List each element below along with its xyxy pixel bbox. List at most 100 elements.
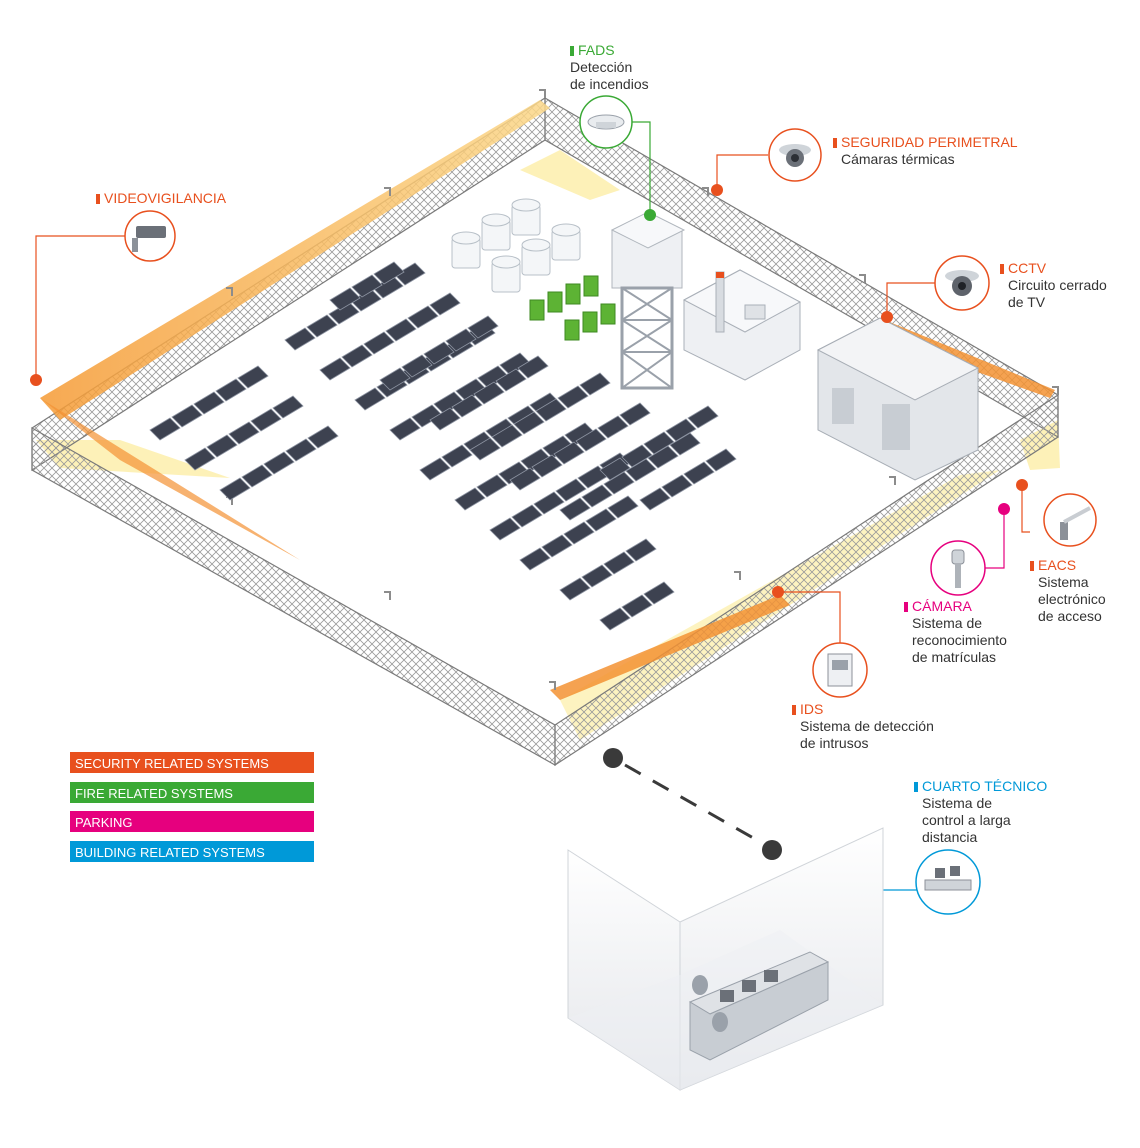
solar-panel (193, 391, 225, 415)
legend-security: SECURITY RELATED SYSTEMS (70, 752, 314, 773)
camara-line-1: Sistema de (912, 615, 983, 631)
cuarto-line-3: distancia (922, 829, 978, 845)
solar-panel (250, 408, 282, 432)
fads-callout: FADS Detección de incendios (570, 42, 649, 93)
surveillance-camera-icon (124, 210, 176, 262)
intrusion-panel-icon (812, 642, 868, 698)
solar-panel (351, 274, 383, 298)
solar-panel (473, 381, 505, 405)
solar-panel (149, 417, 181, 441)
camara-point[interactable] (998, 503, 1010, 515)
solar-panel (509, 467, 541, 491)
eacs-title: EACS (1038, 557, 1077, 573)
solar-panel (306, 314, 338, 338)
light-beam-top (520, 150, 620, 200)
fads-line-1: Detección (570, 59, 633, 75)
license-plate-camera-icon (930, 540, 986, 596)
solar-panel (307, 425, 339, 449)
cuarto-line-2: control a larga (922, 812, 1011, 828)
solar-panel (581, 484, 613, 508)
solar-panel (441, 444, 473, 468)
solar-panel (625, 538, 657, 562)
solar-panel (379, 367, 411, 391)
solar-panel (476, 474, 508, 498)
videovigilancia-title: VIDEOVIGILANCIA (104, 190, 227, 206)
solar-panel (643, 431, 675, 455)
ids-line-1: Sistema de detección (800, 718, 934, 734)
solar-panel (206, 434, 238, 458)
solar-panel (541, 534, 573, 558)
warehouse (816, 317, 980, 481)
solar-panel (354, 387, 386, 411)
cctv-callout: CCTV Circuito cerrado de TV (1000, 260, 1107, 311)
green-equipment (529, 275, 616, 341)
solar-panel (619, 402, 651, 426)
legend-fire: FIRE RELATED SYSTEMS (70, 782, 314, 803)
ids-point[interactable] (772, 586, 784, 598)
solar-panel (389, 417, 421, 441)
solar-panel (535, 398, 567, 422)
solar-panel (445, 328, 477, 352)
solar-panel-array (149, 261, 737, 631)
solar-panel (429, 407, 461, 431)
solar-panel (599, 607, 631, 631)
camara-callout: CÁMARA Sistema de reconocimiento de matr… (904, 598, 1007, 666)
eacs-point[interactable] (1016, 479, 1028, 491)
cctv-line-1: Circuito cerrado (1008, 277, 1107, 293)
solar-panel (643, 581, 675, 605)
seguridad-point[interactable] (711, 184, 723, 196)
solar-panel (557, 385, 589, 409)
thermal-beam-left (40, 398, 300, 560)
solar-panel (363, 331, 395, 355)
smoke-detector-icon (579, 95, 633, 149)
solar-panel (495, 368, 527, 392)
solar-panel (454, 487, 486, 511)
solar-panel (184, 447, 216, 471)
control-room-icon (915, 849, 981, 915)
solar-panel (272, 395, 304, 419)
seguridad-callout: SEGURIDAD PERIMETRAL Cámaras térmicas (833, 134, 1018, 168)
solar-panel (665, 418, 697, 442)
solar-panel (171, 404, 203, 428)
solar-panel (597, 415, 629, 439)
eacs-line-2: electrónico (1038, 591, 1106, 607)
thermal-beam-top (40, 100, 550, 420)
seguridad-line-1: Cámaras térmicas (841, 151, 955, 167)
solar-panel (607, 495, 639, 519)
ids-line-2: de intrusos (800, 735, 869, 751)
legend-parking: PARKING (70, 811, 314, 832)
solar-panel (683, 461, 715, 485)
videovigilancia-point[interactable] (30, 374, 42, 386)
ids-callout: IDS Sistema de detección de intrusos (792, 701, 934, 752)
ids-title: IDS (800, 701, 824, 717)
barrier-gate-icon (1043, 493, 1097, 547)
cctv-point[interactable] (881, 311, 893, 323)
solar-panel (423, 341, 455, 365)
solar-panel (517, 355, 549, 379)
eacs-line-3: de acceso (1038, 608, 1102, 624)
solar-panel (491, 424, 523, 448)
solar-panel (341, 344, 373, 368)
cctv-dome-icon (934, 255, 990, 311)
solar-panel (687, 405, 719, 429)
solar-panel (237, 365, 269, 389)
fence-right-bottom (554, 393, 1059, 767)
solar-panel (429, 292, 461, 316)
solar-panel (469, 437, 501, 461)
solar-panel (563, 521, 595, 545)
solar-panel (263, 451, 295, 475)
dome-camera-icon (768, 128, 822, 182)
solar-panel (533, 491, 565, 515)
camara-line-2: reconocimiento (912, 632, 1007, 648)
solar-panel (661, 474, 693, 498)
eacs-line-1: Sistema (1038, 574, 1089, 590)
solar-panel (621, 594, 653, 618)
solar-panel (329, 287, 361, 311)
fads-point[interactable] (644, 209, 656, 221)
control-room (567, 827, 884, 1091)
cctv-line-2: de TV (1008, 294, 1046, 310)
eacs-callout: EACS Sistema electrónico de acceso (1030, 557, 1106, 625)
solar-panel (407, 305, 439, 329)
solar-panel (519, 547, 551, 571)
